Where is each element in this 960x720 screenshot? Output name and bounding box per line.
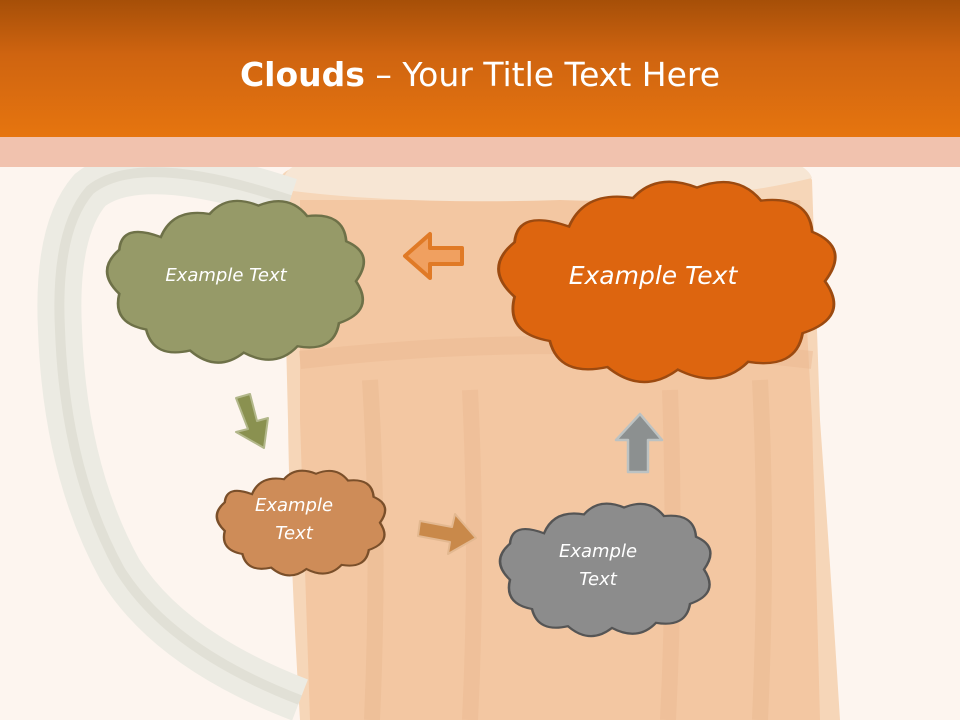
cloud-gray-label: Example Text xyxy=(558,541,638,590)
title-bar xyxy=(0,0,960,137)
cloud-tan-label: Example Text xyxy=(254,495,334,544)
cloud-orange-label: Example Text xyxy=(568,260,738,290)
slide-title[interactable]: Clouds – Your Title Text Here xyxy=(0,52,960,98)
title-bold: Clouds xyxy=(239,55,365,94)
title-rest: Your Title Text Here xyxy=(402,55,721,94)
arrow-up-icon xyxy=(614,412,664,474)
title-dash: – xyxy=(364,55,403,94)
title-underband xyxy=(0,137,960,167)
arrow-down-icon xyxy=(235,393,269,449)
cloud-olive-label: Example Text xyxy=(165,264,287,286)
arrow-left-icon xyxy=(403,232,464,280)
arrow-right-icon xyxy=(417,513,477,555)
